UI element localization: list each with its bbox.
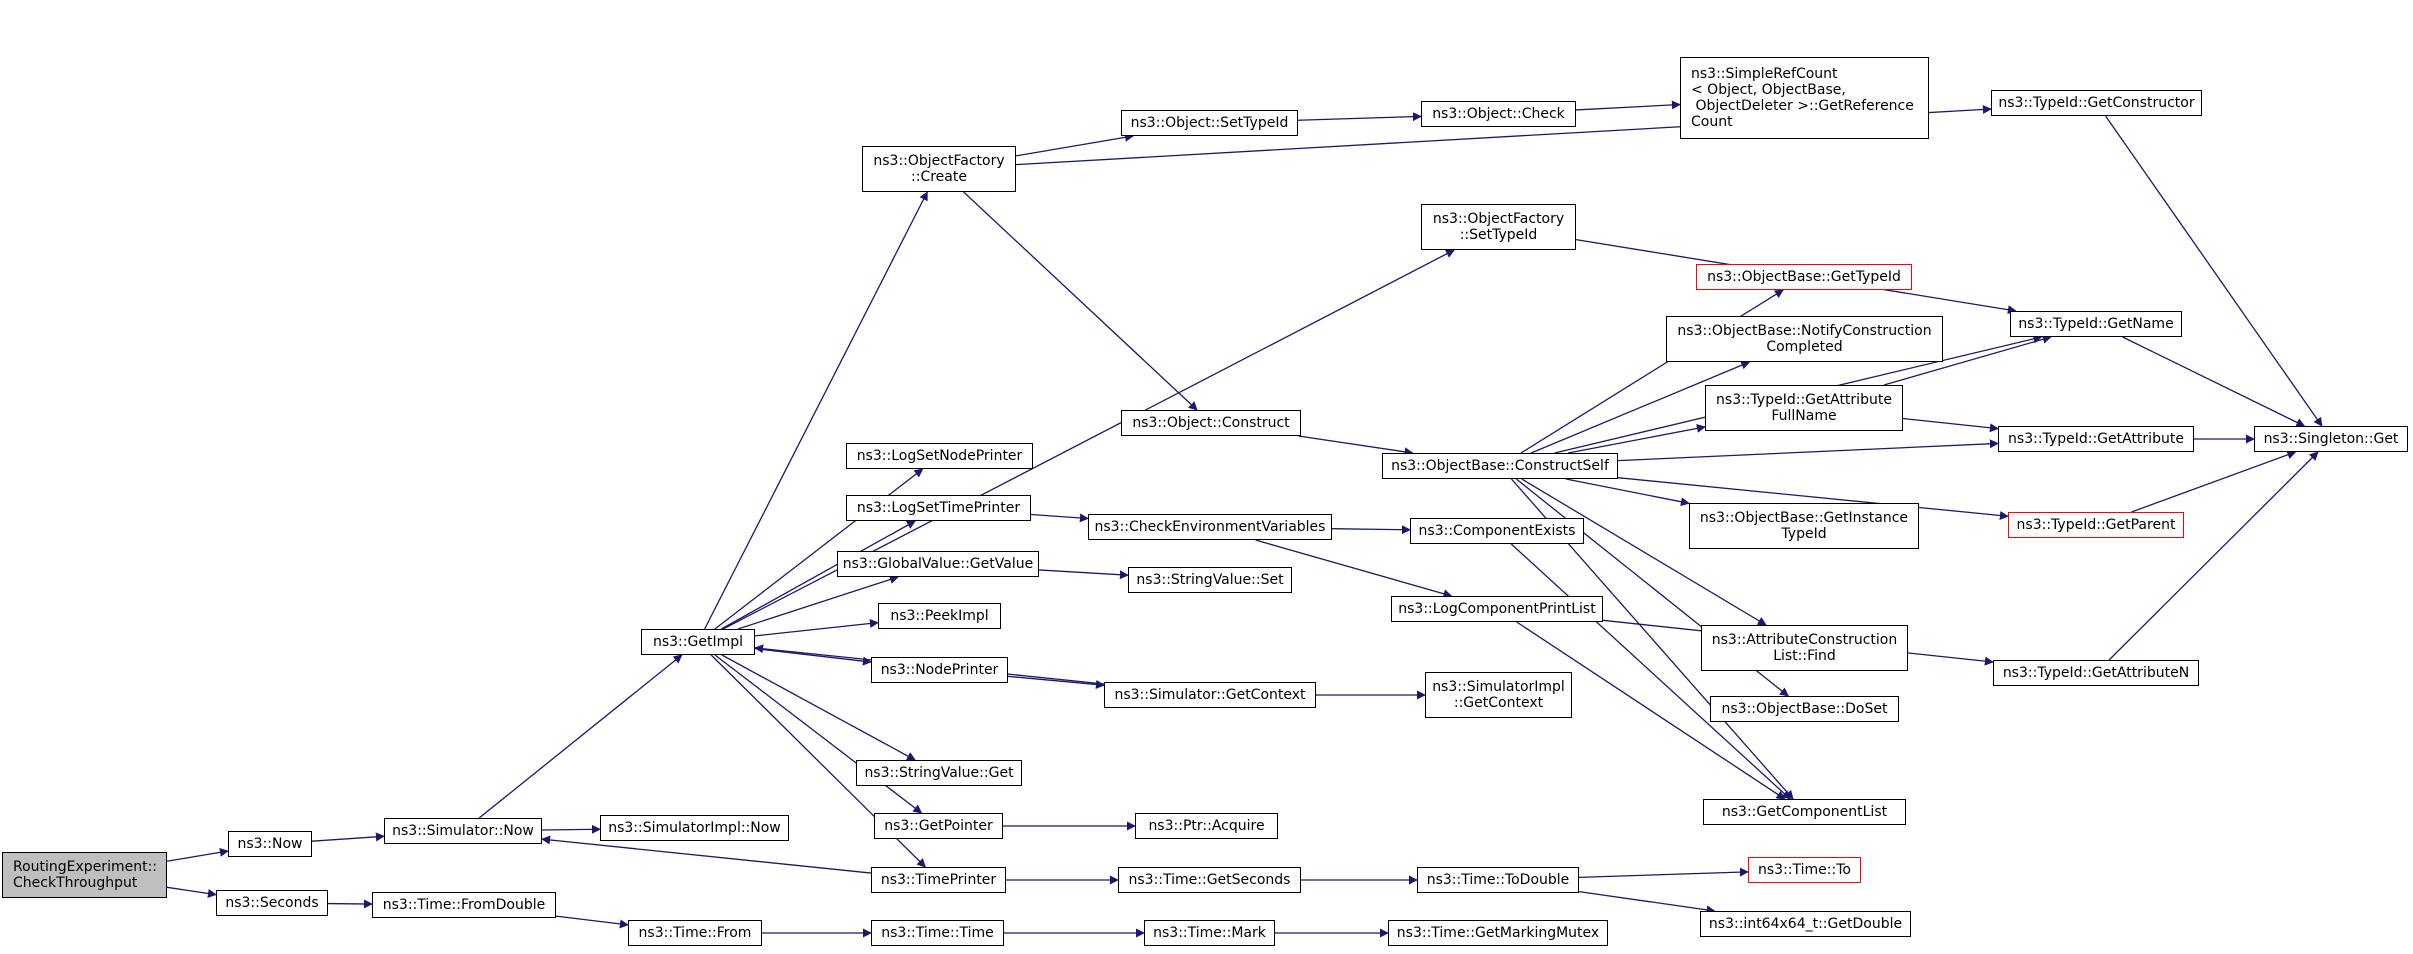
node-attribute-construction-list-find[interactable]: ns3::AttributeConstruction List::Find [1701, 625, 1908, 671]
node-simple-ref-count-get-reference-count[interactable]: ns3::SimpleRefCount < Object, ObjectBase… [1680, 57, 1929, 139]
edge-time_from_double-to-time_from [555, 915, 629, 929]
node-type-id-get-attribute[interactable]: ns3::TypeId::GetAttribute [1998, 426, 2194, 452]
edge-component_exists-to-get_component_list [1510, 543, 1791, 800]
edge-type_id_get_constructor-to-singleton_get [2105, 115, 2323, 427]
edge-get_attribute_full_name-to-type_id_get_attribute [1902, 417, 1999, 433]
node-get-impl[interactable]: ns3::GetImpl [641, 629, 755, 655]
node-node-printer[interactable]: ns3::NodePrinter [871, 657, 1008, 683]
node-log-set-node-printer[interactable]: ns3::LogSetNodePrinter [846, 443, 1033, 469]
edge-object_factory_create-to-object_construct [963, 191, 1198, 411]
node-object-factory-set-type-id[interactable]: ns3::ObjectFactory ::SetTypeId [1421, 204, 1576, 250]
node-singleton-get[interactable]: ns3::Singleton::Get [2254, 426, 2408, 452]
edge-routing_experiment-to-seconds [166, 886, 217, 898]
edge-routing_experiment-to-now [166, 847, 229, 862]
node-time-get-seconds[interactable]: ns3::Time::GetSeconds [1118, 867, 1301, 893]
node-global-value-get-value[interactable]: ns3::GlobalValue::GetValue [837, 551, 1039, 577]
node-object-construct[interactable]: ns3::Object::Construct [1121, 410, 1301, 436]
node-object-base-do-set[interactable]: ns3::ObjectBase::DoSet [1710, 696, 1899, 722]
node-type-id-get-constructor[interactable]: ns3::TypeId::GetConstructor [1991, 90, 2202, 116]
edge-object_set_type_id-to-object_check [1297, 112, 1422, 122]
edge-construct_self-to-get_attribute_full_name [1568, 423, 1706, 454]
edge-object_check-to-simple_ref_count [1575, 100, 1681, 111]
edge-get_impl-to-object_factory_set_type_id [722, 249, 1455, 630]
node-object-base-construct-self[interactable]: ns3::ObjectBase::ConstructSelf [1382, 453, 1618, 479]
edge-time_to_double-to-time_to [1578, 867, 1749, 879]
node-time-mark[interactable]: ns3::Time::Mark [1144, 920, 1275, 946]
node-int64x64-get-double[interactable]: ns3::int64x64_t::GetDouble [1700, 911, 1911, 937]
node-simulatorimpl-now[interactable]: ns3::SimulatorImpl::Now [600, 815, 789, 841]
node-object-check[interactable]: ns3::Object::Check [1421, 101, 1576, 127]
edge-check_environment_variables-to-log_component_print_list [1255, 539, 1453, 599]
node-routing-experiment-check-throughput[interactable]: RoutingExperiment:: CheckThroughput [2, 852, 167, 898]
edge-construct_self-to-type_id_get_attribute [1617, 439, 1999, 462]
node-object-factory-create[interactable]: ns3::ObjectFactory ::Create [862, 146, 1016, 192]
node-object-set-type-id[interactable]: ns3::Object::SetTypeId [1121, 110, 1298, 136]
edge-get_impl-to-peek_impl [754, 619, 879, 637]
edge-get_impl-to-node_printer [754, 647, 872, 666]
edge-get_attribute_full_name-to-type_id_get_name [1883, 334, 2052, 386]
edge-type_id_get_name-to-singleton_get [2122, 336, 2306, 427]
node-time-from-double[interactable]: ns3::Time::FromDouble [372, 892, 556, 918]
edge-node_printer-to-simulator_get_context [1007, 675, 1105, 689]
node-simulator-impl-get-context[interactable]: ns3::SimulatorImpl ::GetContext [1425, 672, 1572, 718]
edge-check_environment_variables-to-component_exists [1331, 525, 1411, 535]
node-log-component-print-list[interactable]: ns3::LogComponentPrintList [1391, 596, 1603, 622]
edge-time_to_double-to-int64x64_get_double [1578, 890, 1716, 915]
edge-simulator_now-to-get_impl [478, 654, 683, 819]
node-type-id-get-attribute-full-name[interactable]: ns3::TypeId::GetAttribute FullName [1705, 385, 1903, 431]
node-type-id-get-name[interactable]: ns3::TypeId::GetName [2010, 311, 2182, 337]
edge-now-to-simulator_now [311, 832, 385, 842]
edge-object_factory_create-to-object_set_type_id [1015, 132, 1134, 157]
node-get-pointer[interactable]: ns3::GetPointer [874, 813, 1003, 839]
node-object-base-get-type-id[interactable]: ns3::ObjectBase::GetTypeId [1696, 264, 1912, 290]
edge-get_impl-to-object_factory_create [704, 191, 928, 630]
edge-get_impl-to-string_value_get [721, 654, 916, 761]
node-string-value-get[interactable]: ns3::StringValue::Get [856, 760, 1022, 786]
node-time-get-marking-mutex[interactable]: ns3::Time::GetMarkingMutex [1388, 920, 1608, 946]
node-time-printer[interactable]: ns3::TimePrinter [871, 867, 1006, 893]
node-log-set-time-printer[interactable]: ns3::LogSetTimePrinter [846, 495, 1031, 521]
edge-construct_self-to-type_id_get_parent [1617, 477, 2009, 520]
node-peek-impl[interactable]: ns3::PeekImpl [878, 603, 1001, 629]
node-ptr-acquire[interactable]: ns3::Ptr::Acquire [1135, 813, 1278, 839]
edge-get_impl-to-get_pointer [714, 654, 923, 814]
edge-log_component_print_list-to-get_component_list [1516, 621, 1786, 800]
node-simulator-now[interactable]: ns3::Simulator::Now [384, 818, 542, 844]
node-time-time[interactable]: ns3::Time::Time [871, 920, 1004, 946]
edge-type_id_get_parent-to-singleton_get [2131, 450, 2297, 513]
node-get-component-list[interactable]: ns3::GetComponentList [1703, 799, 1906, 825]
edge-construct_self-to-notify_construction_completed [1530, 360, 1751, 454]
node-time-to[interactable]: ns3::Time::To [1748, 857, 1861, 883]
node-object-base-get-instance-type-id[interactable]: ns3::ObjectBase::GetInstance TypeId [1689, 503, 1919, 549]
node-time-to-double[interactable]: ns3::Time::ToDouble [1417, 867, 1579, 893]
edge-global_value_get_value-to-string_value_set [1038, 569, 1129, 580]
node-check-environment-variables[interactable]: ns3::CheckEnvironmentVariables [1088, 514, 1332, 540]
edge-object_construct-to-construct_self [1298, 435, 1414, 457]
node-seconds[interactable]: ns3::Seconds [216, 890, 328, 916]
node-component-exists[interactable]: ns3::ComponentExists [1410, 518, 1584, 544]
node-object-base-notify-construction-completed[interactable]: ns3::ObjectBase::NotifyConstruction Comp… [1666, 316, 1943, 362]
node-simulator-get-context[interactable]: ns3::Simulator::GetContext [1104, 682, 1316, 708]
edge-get_impl-to-log_set_time_printer [721, 520, 916, 630]
edge-get_impl-to-global_value_get_value [737, 575, 899, 630]
edge-construct_self-to-attribute_construction_list_find [1521, 478, 1767, 626]
node-time-from[interactable]: ns3::Time::From [628, 920, 762, 946]
edge-type_id_get_attribute_n-to-singleton_get [2108, 451, 2319, 661]
edge-time_printer-to-simulator_now [541, 835, 872, 874]
node-now[interactable]: ns3::Now [228, 831, 312, 857]
node-string-value-set[interactable]: ns3::StringValue::Set [1128, 567, 1292, 593]
edge-log_set_time_printer-to-check_environment_variables [1030, 513, 1089, 523]
edge-construct_self-to-get_instance_type_id [1565, 478, 1690, 507]
node-type-id-get-attribute-n[interactable]: ns3::TypeId::GetAttributeN [1993, 660, 2199, 686]
node-type-id-get-parent[interactable]: ns3::TypeId::GetParent [2008, 512, 2184, 538]
edge-simulator_now-to-simulatorimpl_now [541, 824, 601, 834]
